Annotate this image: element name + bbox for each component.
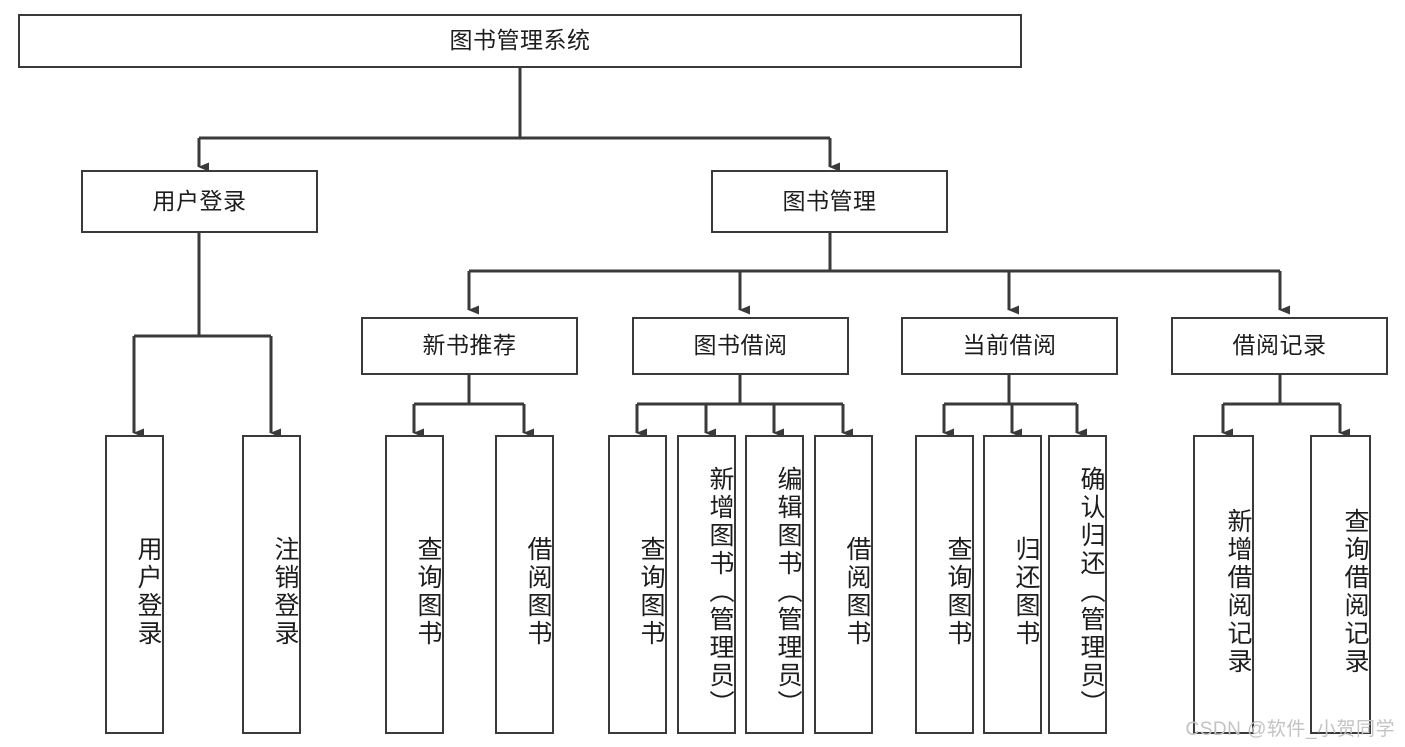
node-leaf-query-book-borrow-label: 查询图书 [637, 535, 665, 648]
node-leaf-add-borrow-record[interactable]: 新增借阅记录 [1193, 435, 1254, 734]
node-user-login[interactable]: 用户登录 [81, 170, 318, 233]
node-book-manage-label: 图书管理 [782, 187, 877, 214]
node-leaf-query-book-new-label: 查询图书 [414, 535, 442, 648]
node-book-borrow[interactable]: 图书借阅 [632, 317, 849, 375]
node-leaf-add-book-admin-label: 新增图书（管理员） [706, 465, 734, 718]
node-leaf-query-borrow-record-label: 查询借阅记录 [1341, 507, 1369, 676]
node-root[interactable]: 图书管理系统 [18, 14, 1022, 68]
node-leaf-user-login[interactable]: 用户登录 [105, 435, 164, 734]
node-leaf-add-book-admin[interactable]: 新增图书（管理员） [677, 435, 736, 734]
node-leaf-borrow-book-new[interactable]: 借阅图书 [495, 435, 554, 734]
node-book-manage[interactable]: 图书管理 [711, 170, 948, 233]
node-leaf-borrow-book-label: 借阅图书 [843, 535, 871, 648]
node-leaf-user-login-label: 用户登录 [134, 535, 162, 648]
node-user-login-label: 用户登录 [152, 187, 247, 214]
node-current-borrow[interactable]: 当前借阅 [901, 317, 1118, 375]
node-leaf-edit-book-admin[interactable]: 编辑图书（管理员） [745, 435, 804, 734]
node-leaf-return-book-label: 归还图书 [1012, 535, 1040, 648]
node-new-book-recommend[interactable]: 新书推荐 [361, 317, 578, 375]
node-leaf-borrow-book[interactable]: 借阅图书 [814, 435, 873, 734]
node-leaf-query-borrow-record[interactable]: 查询借阅记录 [1310, 435, 1371, 734]
node-leaf-add-borrow-record-label: 新增借阅记录 [1224, 507, 1252, 676]
node-new-book-recommend-label: 新书推荐 [422, 332, 517, 359]
node-root-label: 图书管理系统 [449, 27, 591, 54]
node-leaf-query-book-borrow[interactable]: 查询图书 [608, 435, 667, 734]
node-leaf-confirm-return-admin-label: 确认归还（管理员） [1077, 465, 1105, 718]
node-current-borrow-label: 当前借阅 [962, 332, 1057, 359]
node-leaf-query-book-current[interactable]: 查询图书 [915, 435, 974, 734]
node-leaf-logout-label: 注销登录 [271, 535, 299, 648]
node-leaf-confirm-return-admin[interactable]: 确认归还（管理员） [1048, 435, 1107, 734]
node-leaf-borrow-book-new-label: 借阅图书 [524, 535, 552, 648]
node-leaf-return-book[interactable]: 归还图书 [983, 435, 1042, 734]
node-leaf-query-book-new[interactable]: 查询图书 [385, 435, 444, 734]
node-leaf-edit-book-admin-label: 编辑图书（管理员） [774, 465, 802, 718]
node-book-borrow-label: 图书借阅 [693, 332, 788, 359]
node-leaf-logout[interactable]: 注销登录 [242, 435, 301, 734]
node-borrow-record[interactable]: 借阅记录 [1171, 317, 1388, 375]
node-borrow-record-label: 借阅记录 [1232, 332, 1327, 359]
node-leaf-query-book-current-label: 查询图书 [944, 535, 972, 648]
